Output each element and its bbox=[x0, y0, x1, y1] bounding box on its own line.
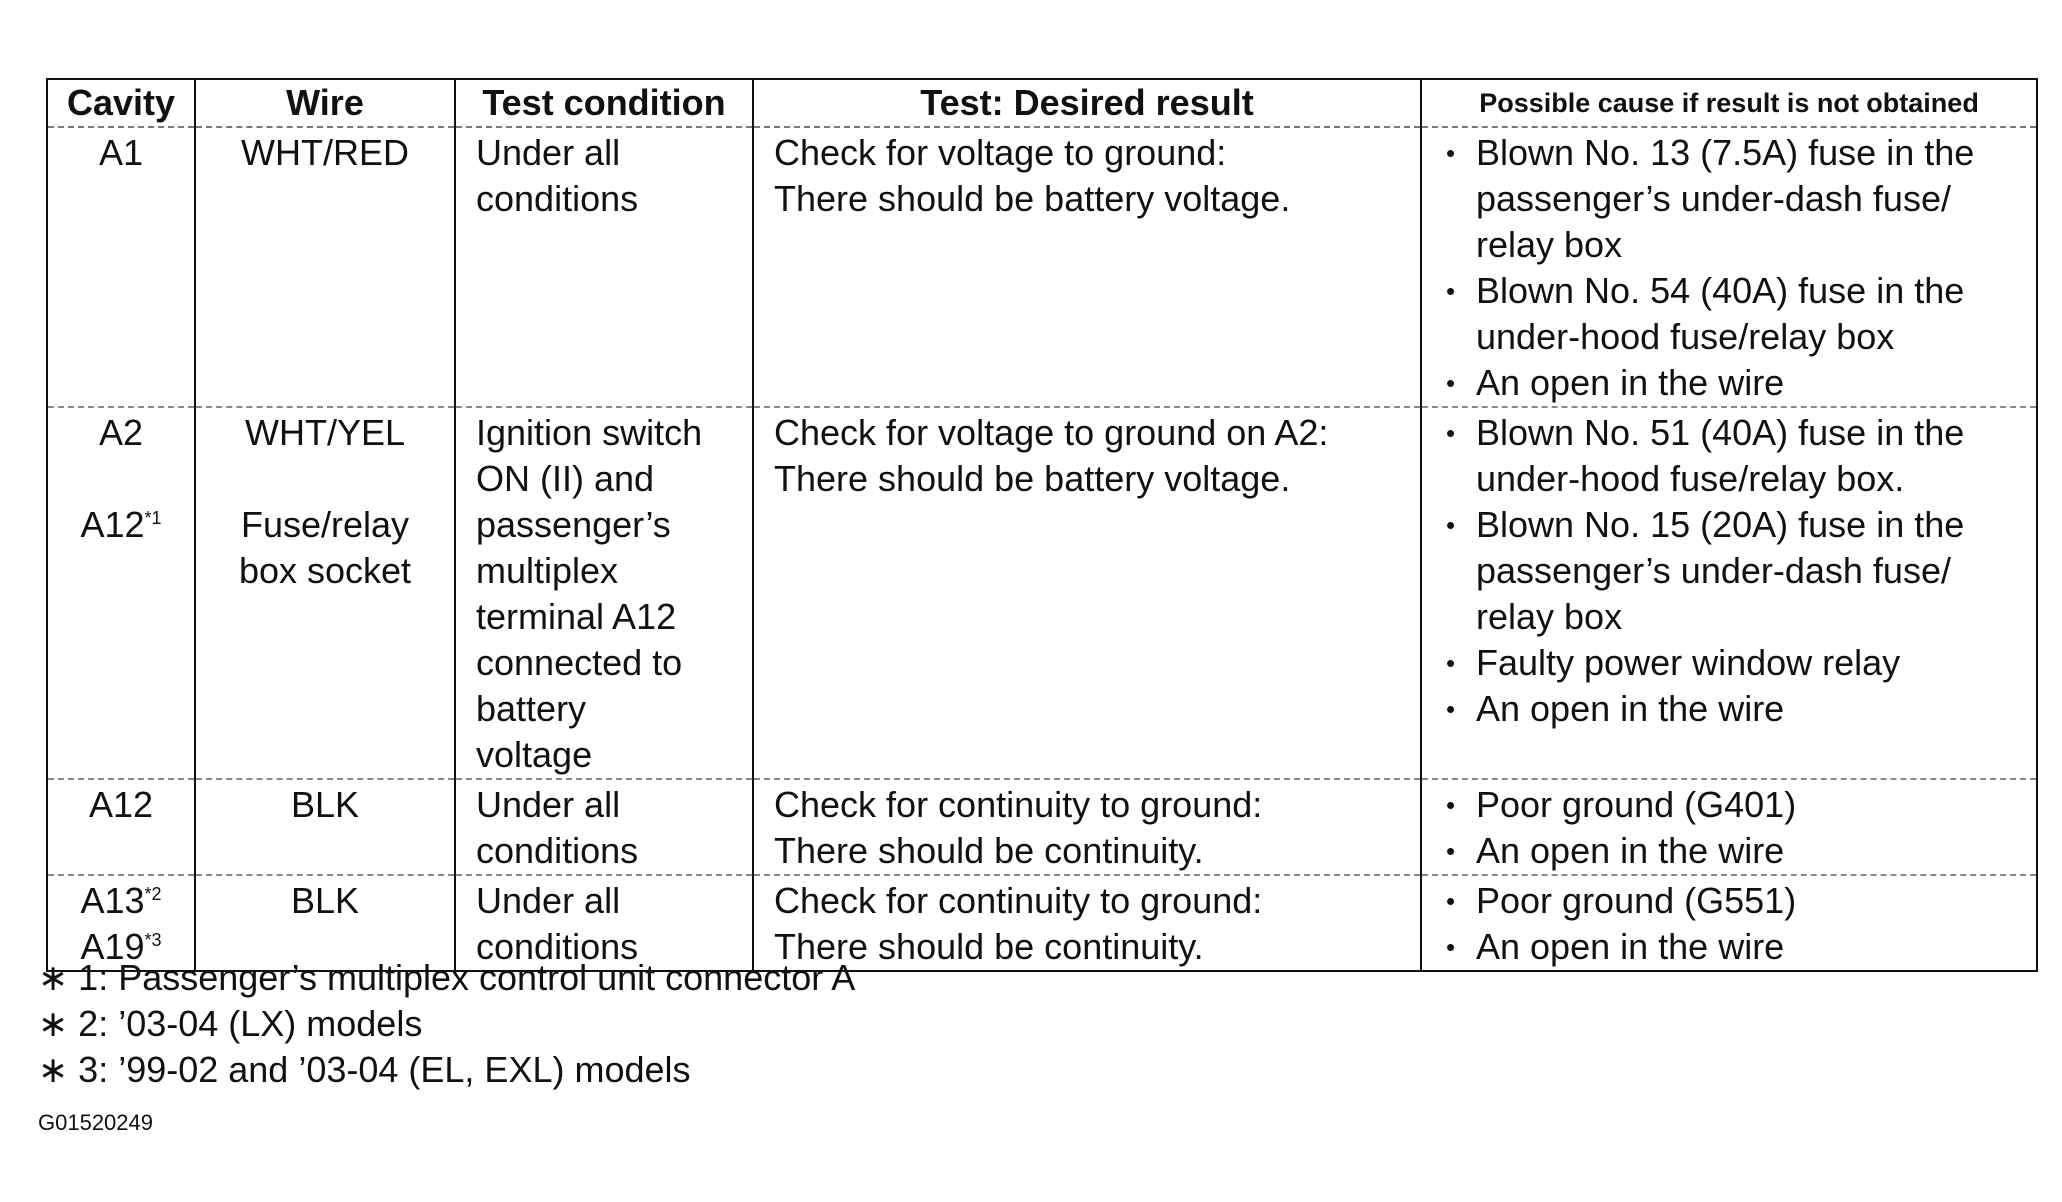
header-desired-result: Test: Desired result bbox=[752, 78, 1422, 128]
cause-item: Blown No. 15 (20A) fuse in the passenger… bbox=[1444, 502, 2028, 640]
wire-cell: BLK bbox=[194, 875, 456, 972]
footnotes: ∗ 1: Passenger’s multiplex control unit … bbox=[38, 955, 855, 1093]
causes-list: Blown No. 51 (40A) fuse in the under-hoo… bbox=[1444, 410, 2028, 732]
footnote-1: ∗ 1: Passenger’s multiplex control unit … bbox=[38, 957, 856, 998]
wire-label: WHT/YEL bbox=[244, 412, 405, 453]
cavity-cell: A2 A12*1 bbox=[46, 407, 196, 780]
result-line: Check for voltage to ground on A2: bbox=[774, 412, 1329, 453]
wire-cell: WHT/RED bbox=[194, 127, 456, 408]
condition-line: conditions bbox=[476, 926, 639, 967]
table-row: A1 WHT/RED Under all conditions Check fo… bbox=[46, 127, 2038, 408]
table-header-row: Cavity Wire Test condition Test: Desired… bbox=[46, 78, 2038, 128]
causes-cell: Poor ground (G401) An open in the wire bbox=[1420, 779, 2038, 876]
condition-line: voltage bbox=[476, 734, 593, 775]
condition-line: Ignition switch bbox=[476, 412, 703, 453]
condition-line: ON (II) and bbox=[476, 458, 655, 499]
cavity-label: A2 bbox=[98, 412, 144, 453]
condition-line: battery bbox=[476, 688, 587, 729]
figure-id: G01520249 bbox=[38, 1110, 153, 1135]
causes-cell: Blown No. 13 (7.5A) fuse in the passenge… bbox=[1420, 127, 2038, 408]
cause-item: Poor ground (G551) bbox=[1444, 878, 2028, 924]
footnote-marker: *3 bbox=[144, 930, 162, 950]
result-line: There should be battery voltage. bbox=[774, 178, 1291, 219]
condition-cell: Ignition switch ON (II) and passenger’s … bbox=[454, 407, 754, 780]
cause-item: An open in the wire bbox=[1444, 360, 2028, 406]
result-line: There should be continuity. bbox=[774, 830, 1204, 871]
table-row: A2 A12*1 WHT/YEL Fuse/relay box socket I… bbox=[46, 407, 2038, 780]
cavity-label-secondary: A12*1 bbox=[80, 504, 162, 545]
condition-line: Under all bbox=[476, 784, 621, 825]
header-test-condition: Test condition bbox=[454, 78, 754, 128]
condition-line: conditions bbox=[476, 178, 639, 219]
cavity-cell: A1 bbox=[46, 127, 196, 408]
header-wire: Wire bbox=[194, 78, 456, 128]
header-possible-cause: Possible cause if result is not obtained bbox=[1420, 78, 2038, 128]
cavity-label: A1 bbox=[98, 132, 144, 173]
condition-line: Under all bbox=[476, 880, 621, 921]
cause-item: An open in the wire bbox=[1444, 924, 2028, 970]
condition-line: connected to bbox=[476, 642, 683, 683]
condition-cell: Under all conditions bbox=[454, 779, 754, 876]
condition-line: Under all bbox=[476, 132, 621, 173]
cause-item: Blown No. 51 (40A) fuse in the under-hoo… bbox=[1444, 410, 2028, 502]
table-row: A13*2 A19*3 BLK Under all conditions Che… bbox=[46, 875, 2038, 972]
cause-item: An open in the wire bbox=[1444, 828, 2028, 874]
cause-item: Blown No. 13 (7.5A) fuse in the passenge… bbox=[1444, 130, 2028, 268]
result-cell: Check for continuity to ground: There sh… bbox=[752, 875, 1422, 972]
table-row: A12 BLK Under all conditions Check for c… bbox=[46, 779, 2038, 876]
result-cell: Check for continuity to ground: There sh… bbox=[752, 779, 1422, 876]
causes-list: Blown No. 13 (7.5A) fuse in the passenge… bbox=[1444, 130, 2028, 406]
condition-line: terminal A12 bbox=[476, 596, 677, 637]
footnote-marker: *1 bbox=[144, 508, 162, 528]
result-line: There should be battery voltage. bbox=[774, 458, 1291, 499]
footnote-3: ∗ 3: ’99-02 and ’03-04 (EL, EXL) models bbox=[38, 1049, 691, 1090]
cause-item: Blown No. 54 (40A) fuse in the under-hoo… bbox=[1444, 268, 2028, 360]
causes-cell: Blown No. 51 (40A) fuse in the under-hoo… bbox=[1420, 407, 2038, 780]
cause-item: Faulty power window relay bbox=[1444, 640, 2028, 686]
cavity-label: A13*2 bbox=[80, 880, 162, 921]
result-line: Check for continuity to ground: bbox=[774, 784, 1263, 825]
wire-label: WHT/RED bbox=[241, 132, 409, 173]
condition-line: conditions bbox=[476, 830, 639, 871]
result-line: Check for voltage to ground: bbox=[774, 132, 1227, 173]
cavity-label: A12 bbox=[88, 784, 154, 825]
footnote-marker: *2 bbox=[144, 884, 162, 904]
wire-label: BLK bbox=[290, 784, 360, 825]
cavity-cell: A13*2 A19*3 bbox=[46, 875, 196, 972]
wire-label-secondary: Fuse/relay bbox=[240, 504, 410, 545]
causes-cell: Poor ground (G551) An open in the wire bbox=[1420, 875, 2038, 972]
wire-cell: WHT/YEL Fuse/relay box socket bbox=[194, 407, 456, 780]
cavity-label-secondary: A19*3 bbox=[80, 926, 162, 967]
result-line: There should be continuity. bbox=[774, 926, 1204, 967]
diagnostic-table: Cavity Wire Test condition Test: Desired… bbox=[46, 78, 2038, 972]
causes-list: Poor ground (G551) An open in the wire bbox=[1444, 878, 2028, 970]
footnote-2: ∗ 2: ’03-04 (LX) models bbox=[38, 1003, 423, 1044]
result-cell: Check for voltage to ground on A2: There… bbox=[752, 407, 1422, 780]
header-cavity: Cavity bbox=[46, 78, 196, 128]
cause-item: An open in the wire bbox=[1444, 686, 2028, 732]
result-line: Check for continuity to ground: bbox=[774, 880, 1263, 921]
wire-label-secondary: box socket bbox=[238, 550, 412, 591]
causes-list: Poor ground (G401) An open in the wire bbox=[1444, 782, 2028, 874]
condition-line: multiplex bbox=[476, 550, 619, 591]
condition-cell: Under all conditions bbox=[454, 127, 754, 408]
cause-item: Poor ground (G401) bbox=[1444, 782, 2028, 828]
condition-cell: Under all conditions bbox=[454, 875, 754, 972]
condition-line: passenger’s bbox=[476, 504, 671, 545]
wire-label: BLK bbox=[290, 880, 360, 921]
cavity-cell: A12 bbox=[46, 779, 196, 876]
wire-cell: BLK bbox=[194, 779, 456, 876]
result-cell: Check for voltage to ground: There shoul… bbox=[752, 127, 1422, 408]
